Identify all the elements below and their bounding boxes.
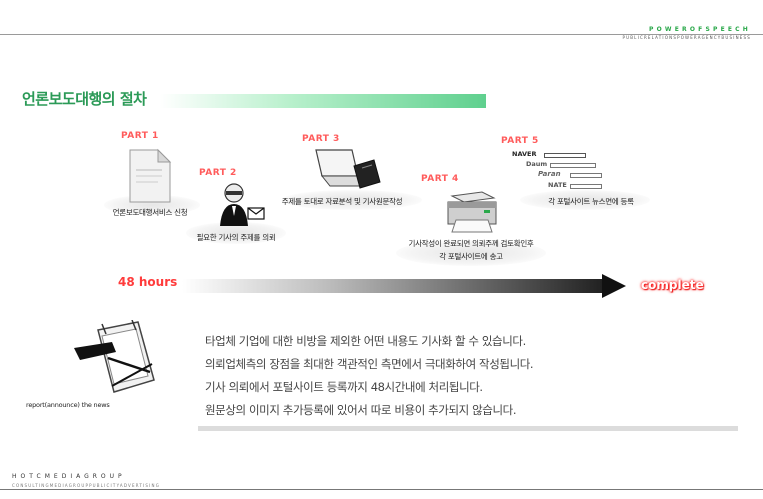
description-underline [198,426,738,431]
step-2-shadow [186,222,286,244]
footer-brand: HOTCMEDIAGROUP [12,473,126,480]
description-line-1: 타업체 기업에 대한 비방을 제외한 어떤 내용도 기사화 할 수 있습니다. [205,334,526,348]
step-3-part-label: PART 3 [302,134,340,144]
document-icon [129,148,172,203]
step-3-shadow [282,190,422,210]
printer-icon [447,191,497,233]
footer-divider [0,489,763,490]
description-line-2: 의뢰업체측의 장점을 최대한 객관적인 측면에서 극대화하여 작성됩니다. [205,357,534,371]
news-report-icon [74,320,155,393]
step-1-part-label: PART 1 [121,131,159,141]
step-4-caption-line-2: 각 포털사이트에 송고 [439,252,503,261]
step-5-part-label: PART 5 [501,136,539,146]
report-caption: report(announce) the news [26,401,110,409]
portal-nate: NATE [548,181,567,189]
step-3-caption: 주제를 토대로 자료분석 및 기사원문작성 [281,197,403,206]
timeline-end-label: complete [641,278,704,292]
step-1-shadow [104,195,200,215]
step-2-caption: 필요한 기사의 주제를 의뢰 [196,233,276,242]
step-5-caption: 각 포털사이트 뉴스면에 등록 [548,197,634,206]
footer-tagline: CONSULTINGMEDIAGROUPPUBLICITYADVERTISING [12,483,161,488]
step-1-caption: 언론보도대행서비스 신청 [112,208,188,217]
portal-paran-bar [570,173,602,178]
portal-daum-bar [550,163,596,168]
step-5-shadow [520,190,650,210]
step-4-caption-line-1: 기사작성이 완료되면 의뢰주께 검토확인후 [408,239,534,248]
step-4-shadow [396,240,546,266]
step-4-part-label: PART 4 [421,174,459,184]
timeline-bar [182,279,602,293]
description-line-3: 기사 의뢰에서 포털사이트 등록까지 48시간내에 처리됩니다. [205,380,483,394]
timeline-arrow-icon [602,274,626,298]
portal-naver-bar [544,153,586,158]
laptop-icon [315,149,381,189]
description-line-4: 원문상의 이미지 추가등록에 있어서 따로 비용이 추가되지 않습니다. [205,403,517,417]
person-mail-icon [220,183,265,226]
portal-paran: Paran [538,170,561,178]
header-divider [0,34,763,35]
portal-naver: NAVER [512,150,537,158]
title-gradient-bar [160,94,486,108]
page-title: 언론보도대행의 절차 [22,90,147,108]
brand-name: POWEROFSPEECH [649,26,751,33]
description-block: 타업체 기업에 대한 비방을 제외한 어떤 내용도 기사화 할 수 있습니다. … [205,330,534,422]
portal-nate-bar [570,184,602,189]
portal-daum: Daum [526,160,548,168]
step-2-part-label: PART 2 [199,168,237,178]
timeline-start-label: 48 hours [118,275,178,289]
portal-logos-icon: NAVER Daum Paran NATE [512,150,602,192]
brand-tagline: PUBLICRELATIONSPOWERAGENCYBUSINESS [622,35,751,40]
